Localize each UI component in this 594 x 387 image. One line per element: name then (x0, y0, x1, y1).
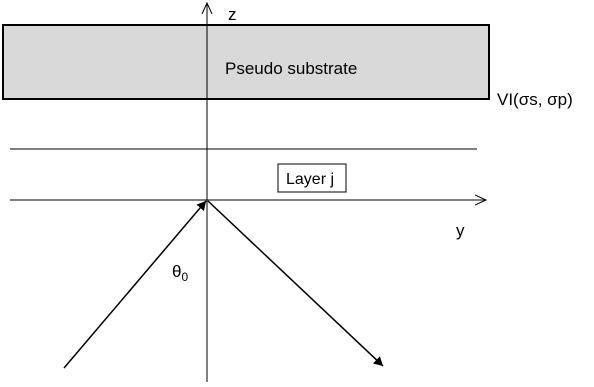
z-axis-label: z (228, 5, 237, 24)
angle-subscript: 0 (181, 270, 188, 284)
pseudo-substrate-label: Pseudo substrate (225, 59, 357, 78)
reflected-ray (207, 200, 384, 367)
layer-label-box (277, 163, 347, 193)
layer-label: Layer j (286, 171, 334, 188)
y-axis-label: y (456, 221, 465, 240)
incident-ray (63, 200, 207, 369)
incidence-angle-label: θ0 (172, 262, 188, 284)
pseudo-substrate-block (2, 24, 490, 100)
angle-symbol: θ (172, 262, 181, 281)
interface-label: VI(σs, σp) (497, 90, 573, 109)
